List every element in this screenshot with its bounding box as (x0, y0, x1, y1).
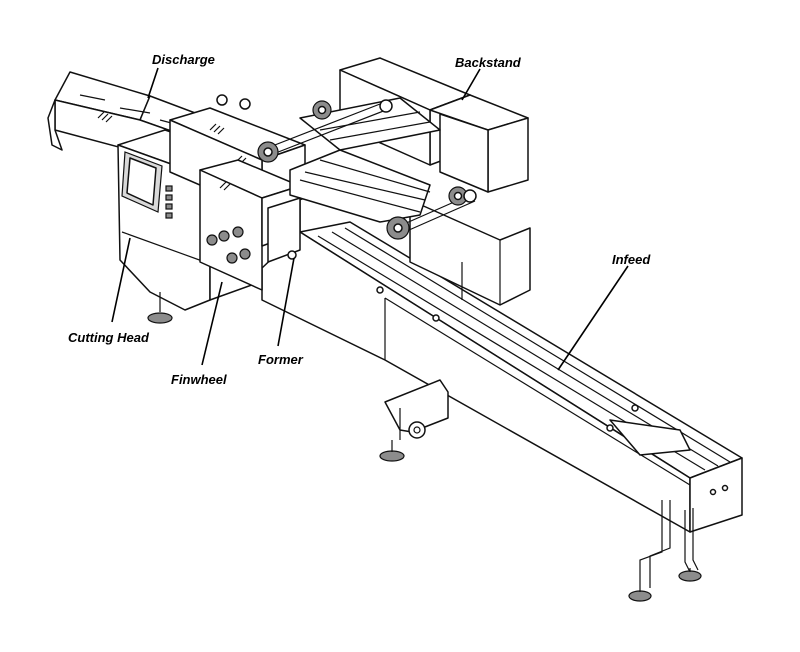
discharge-leader (147, 67, 159, 99)
leader-lines (111, 67, 629, 371)
middle-support (379, 379, 449, 462)
infeed-leader (557, 265, 629, 371)
label-discharge: Discharge (152, 52, 215, 67)
infeed-conveyor (261, 221, 743, 533)
backstand-leader (461, 68, 481, 101)
cutting-head-leader (111, 237, 131, 323)
label-infeed: Infeed (612, 252, 651, 267)
label-cutting-head: Cutting Head (68, 330, 149, 345)
infeed-legs (628, 500, 702, 602)
former-leader (277, 257, 295, 347)
label-finwheel: Finwheel (171, 372, 227, 387)
former-assembly (257, 97, 477, 263)
finwheel-leader (201, 281, 223, 366)
label-backstand: Backstand (455, 55, 521, 70)
label-former: Former (258, 352, 303, 367)
